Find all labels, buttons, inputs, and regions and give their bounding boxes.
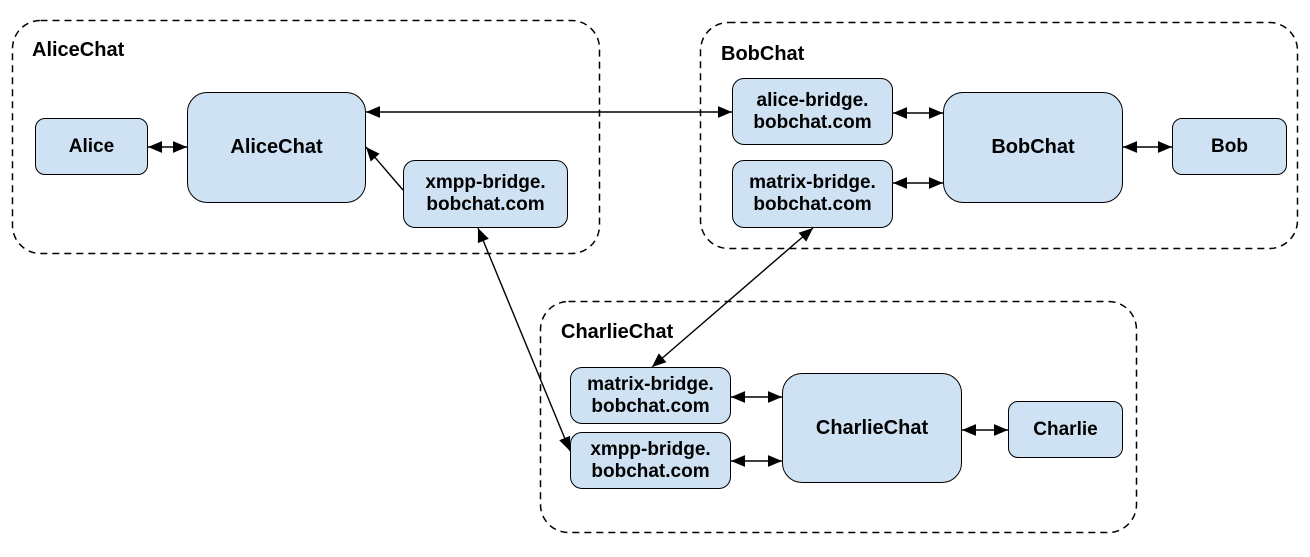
node-bobchat-server: BobChat (943, 92, 1123, 203)
node-matrix-bridge-bob-line2: bobchat.com (753, 194, 872, 215)
node-charlie: Charlie (1008, 401, 1123, 458)
node-matrix-bridge-bob-line1: matrix-bridge. (749, 172, 876, 193)
node-xmpp-bridge-charlie-line1: xmpp-bridge. (590, 438, 711, 460)
node-bobchat-server-label: BobChat (991, 136, 1075, 158)
node-alice-bridge-bob-line1: alice-bridge. (756, 89, 869, 111)
edge-matrixbridge-bob-to-charlie (651, 227, 814, 368)
edge-xmppbridge-alice-to-charlie (477, 227, 571, 452)
node-alicechat-server: AliceChat (187, 92, 366, 203)
node-charliechat-server-label: CharlieChat (815, 416, 929, 439)
node-matrix-bridge-bob: matrix-bridge. bobchat.com (732, 160, 893, 228)
node-alice-bridge-bob: alice-bridge. bobchat.com (732, 78, 893, 145)
node-matrix-bridge-charlie: matrix-bridge. bobchat.com (570, 367, 731, 424)
group-label-alicechat: AliceChat (32, 39, 125, 61)
node-matrix-bridge-charlie-line2: bobchat.com (591, 395, 710, 417)
node-xmpp-bridge-charlie: xmpp-bridge. bobchat.com (570, 432, 731, 489)
node-bob: Bob (1172, 118, 1287, 175)
node-matrix-bridge-charlie-line1: matrix-bridge. (587, 373, 714, 395)
node-xmpp-bridge-charlie-line2: bobchat.com (591, 460, 710, 482)
node-charlie-label: Charlie (1033, 418, 1098, 440)
group-label-charliechat: CharlieChat (561, 321, 674, 343)
node-alicechat-server-label: AliceChat (230, 136, 323, 158)
node-xmpp-bridge-alice-line1: xmpp-bridge. (425, 172, 546, 193)
node-xmpp-bridge-alice: xmpp-bridge. bobchat.com (403, 160, 568, 228)
group-label-bobchat: BobChat (721, 43, 805, 65)
node-xmpp-bridge-alice-line2: bobchat.com (426, 194, 545, 215)
node-alice: Alice (35, 118, 148, 175)
node-charliechat-server: CharlieChat (782, 373, 962, 483)
node-bob-label: Bob (1211, 135, 1248, 157)
edge-xmppbridge-alicechat (365, 146, 404, 191)
node-alice-bridge-bob-line2: bobchat.com (753, 111, 872, 133)
node-alice-label: Alice (68, 135, 115, 157)
